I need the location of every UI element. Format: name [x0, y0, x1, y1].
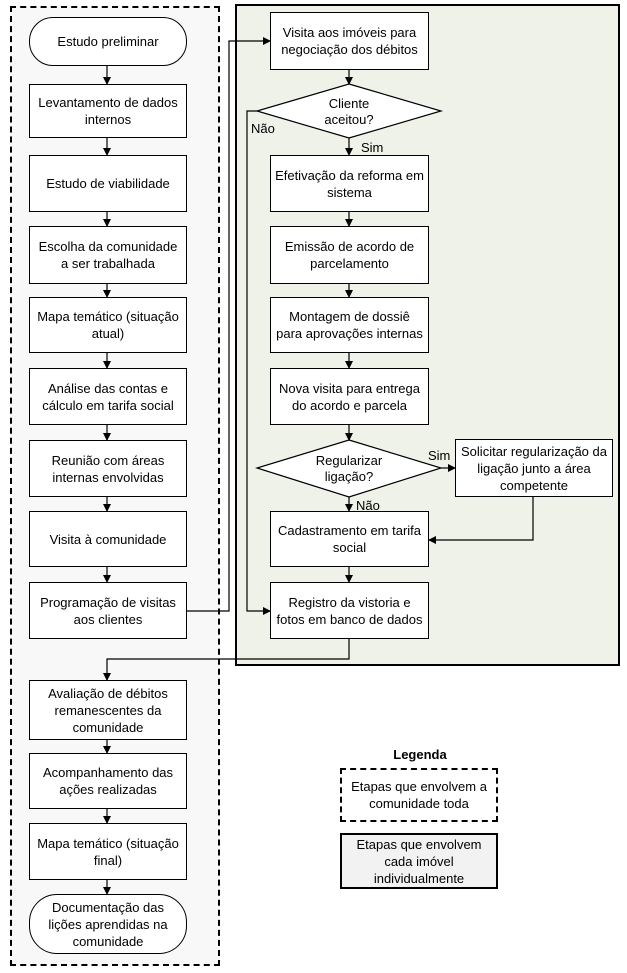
legend-community-wide: Etapas que envolvem a comunidade toda — [340, 768, 498, 822]
decision-cliente-aceitou-label: Cliente aceitou? — [324, 96, 374, 127]
step-reuniao-areas: Reunião com áreas internas envolvidas — [29, 440, 187, 497]
step-levantamento: Levantamento de dados internos — [29, 84, 187, 138]
branch-label-nao-regularizar: Não — [356, 498, 380, 513]
step-cadastramento: Cadastramento em tarifa social — [270, 511, 429, 567]
decision-cliente-aceitou — [254, 83, 444, 139]
step-programacao-visitas: Programação de visitas aos clientes — [29, 582, 187, 639]
branch-label-nao-cliente: Não — [251, 121, 275, 136]
decision-regularizar — [254, 439, 444, 498]
step-efetivacao-reforma: Efetivação da reforma em sistema — [270, 155, 429, 212]
branch-label-sim-cliente: Sim — [361, 140, 384, 155]
step-escolha-comunidade: Escolha da comunidade a ser trabalhada — [29, 226, 187, 284]
step-registro-vistoria: Registro da vistoria e fotos em banco de… — [270, 582, 429, 639]
arrow-to-visita — [187, 37, 271, 612]
step-visita-imoveis: Visita aos imóveis para negociação dos d… — [270, 12, 429, 70]
step-emissao-acordo: Emissão de acordo de parcelamento — [270, 226, 429, 284]
step-estudo-preliminar: Estudo preliminar — [29, 17, 187, 66]
step-analise-contas: Análise das contas e cálculo em tarifa s… — [29, 368, 187, 425]
arrow-cliente-nao — [246, 110, 271, 615]
step-nova-visita: Nova visita para entrega do acordo e par… — [270, 368, 429, 425]
decision-regularizar-label: Regularizar ligação? — [315, 453, 383, 484]
legend-title: Legenda — [393, 747, 447, 762]
arrow-solicitar-to-cadastramento — [428, 497, 534, 544]
step-acompanhamento: Acompanhamento das ações realizadas — [29, 753, 187, 809]
step-visita-comunidade: Visita à comunidade — [29, 511, 187, 567]
step-estudo-viabilidade: Estudo de viabilidade — [29, 155, 187, 212]
step-solicitar-regularizacao: Solicitar regularização da ligação junto… — [455, 439, 613, 497]
step-documentacao: Documentação das lições aprendidas na co… — [29, 894, 187, 954]
branch-label-sim-regularizar: Sim — [428, 448, 451, 463]
arrow-registro-to-avaliacao — [103, 639, 350, 681]
step-montagem-dossie: Montagem de dossiê para aprovações inter… — [270, 297, 429, 353]
step-avaliacao-debitos: Avaliação de débitos remanescentes da co… — [29, 680, 187, 740]
step-mapa-tematico-atual: Mapa temático (situação atual) — [29, 297, 187, 353]
step-mapa-tematico-final: Mapa temático (situação final) — [29, 823, 187, 880]
legend-individual-property: Etapas que envolvem cada imóvel individu… — [340, 833, 498, 889]
